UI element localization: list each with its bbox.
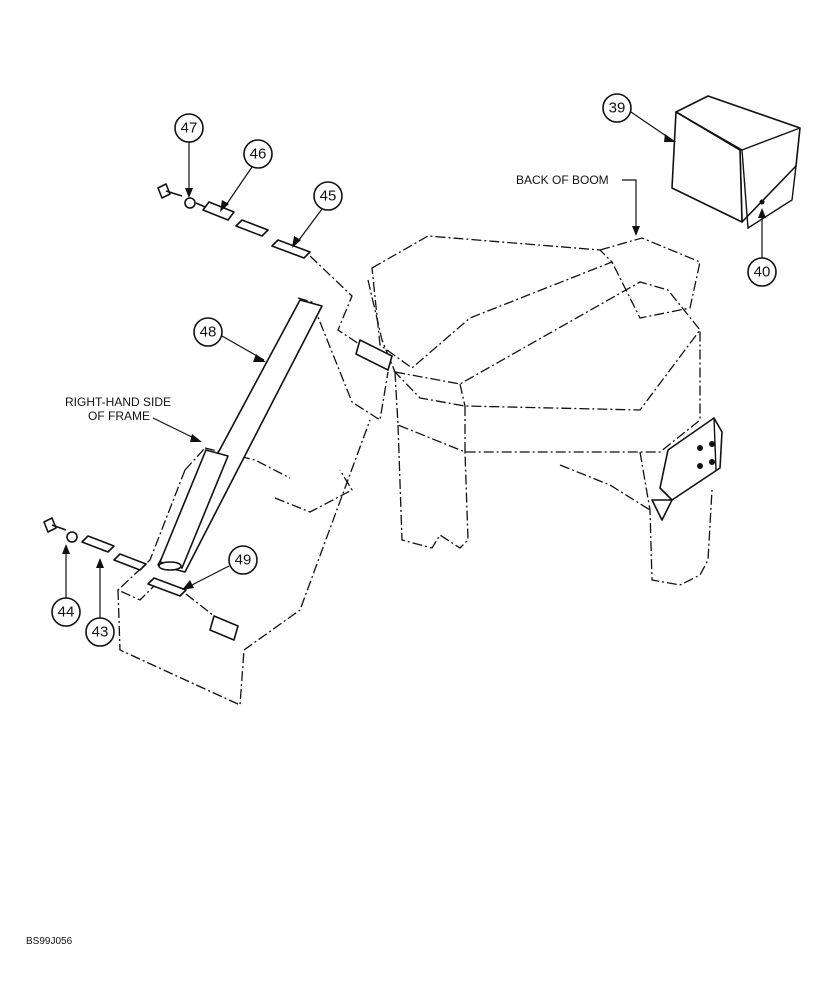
boom-mount-bracket <box>651 417 723 521</box>
svg-text:43: 43 <box>92 624 109 641</box>
callout-45: 45 <box>292 181 343 248</box>
svg-text:49: 49 <box>235 552 252 569</box>
lower-hardware <box>43 517 239 641</box>
callout-44: 44 <box>51 544 81 627</box>
right-hand-side-label-line2: OF FRAME <box>88 409 150 423</box>
upper-hardware <box>157 183 393 371</box>
right-hand-side-label-line1: RIGHT-HAND SIDE <box>65 395 171 409</box>
svg-text:47: 47 <box>181 120 198 137</box>
svg-text:39: 39 <box>609 100 626 117</box>
right-hand-side-leader <box>152 417 199 441</box>
callout-49: 49 <box>182 545 258 590</box>
frame-right-hand-side <box>116 297 389 706</box>
callout-43: 43 <box>85 558 115 647</box>
cylinder-part-48 <box>157 299 323 573</box>
callout-46: 46 <box>220 139 273 212</box>
svg-text:48: 48 <box>200 324 217 341</box>
back-of-boom-leader <box>622 179 637 232</box>
back-of-boom-label: BACK OF BOOM <box>516 173 609 187</box>
callout-47: 47 <box>174 113 204 198</box>
svg-text:40: 40 <box>754 264 771 281</box>
svg-text:44: 44 <box>58 604 75 621</box>
boom-assembly <box>367 235 713 586</box>
callout-40: 40 <box>747 208 777 287</box>
svg-text:46: 46 <box>250 146 267 163</box>
callout-39: 39 <box>602 93 676 142</box>
cover-shield-part-39 <box>671 95 801 230</box>
drawing-id: BS99J056 <box>26 936 73 947</box>
svg-text:45: 45 <box>320 188 337 205</box>
callout-48: 48 <box>193 317 266 362</box>
